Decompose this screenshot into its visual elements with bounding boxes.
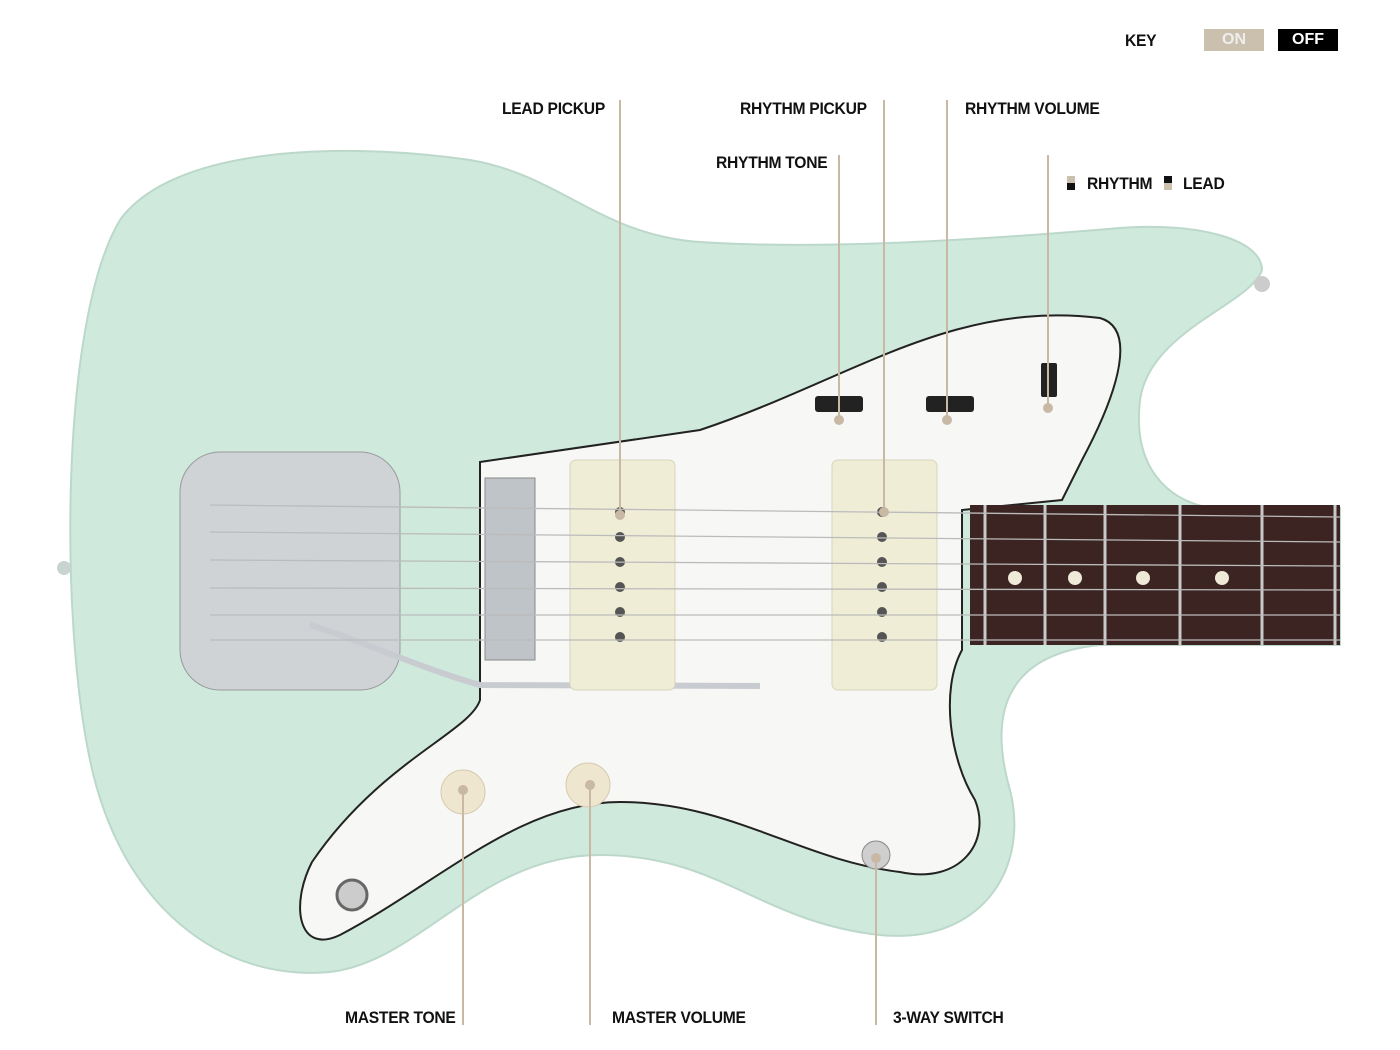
label-lead-pickup: LEAD PICKUP bbox=[502, 99, 605, 118]
lead-legend: LEAD bbox=[1183, 174, 1225, 193]
key-off: OFF bbox=[1278, 29, 1338, 51]
label-rhythm-tone: RHYTHM TONE bbox=[716, 153, 828, 172]
output-jack bbox=[335, 878, 369, 912]
tailpiece bbox=[179, 451, 401, 691]
fretboard bbox=[970, 505, 1340, 645]
strap-button bbox=[57, 561, 71, 575]
rhythm-volume-roller bbox=[926, 396, 974, 412]
leader-lines bbox=[462, 100, 1049, 1025]
key-on: ON bbox=[1204, 29, 1264, 51]
label-3-way-switch: 3-WAY SWITCH bbox=[893, 1008, 1004, 1027]
strap-button bbox=[1254, 276, 1270, 292]
lead-pickup bbox=[569, 459, 676, 691]
lead-switch-icon bbox=[1164, 176, 1172, 190]
key-title: KEY bbox=[1125, 31, 1157, 50]
rhythm-legend: RHYTHM bbox=[1087, 174, 1153, 193]
label-rhythm-volume: RHYTHM VOLUME bbox=[965, 99, 1100, 118]
label-master-volume: MASTER VOLUME bbox=[612, 1008, 746, 1027]
tremolo-arm bbox=[309, 622, 761, 689]
bridge bbox=[484, 477, 536, 661]
strings bbox=[209, 504, 1341, 641]
label-master-tone: MASTER TONE bbox=[345, 1008, 456, 1027]
rhythm-switch-icon bbox=[1067, 176, 1075, 190]
label-rhythm-pickup: RHYTHM PICKUP bbox=[740, 99, 867, 118]
